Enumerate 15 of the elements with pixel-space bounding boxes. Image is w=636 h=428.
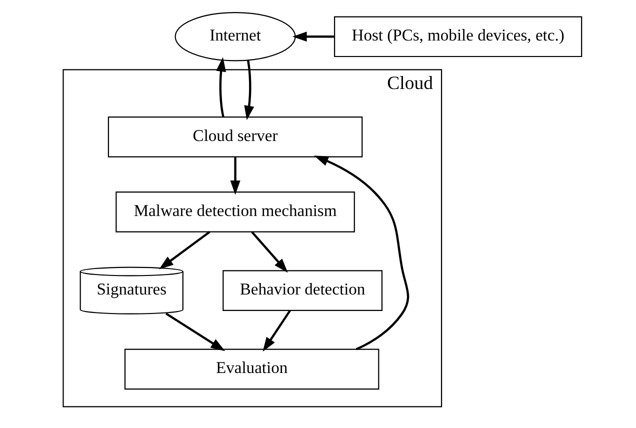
arrow	[230, 157, 240, 195]
arrow	[165, 312, 226, 352]
arrow	[292, 32, 334, 42]
arrow	[262, 310, 291, 352]
arrow	[314, 156, 410, 350]
node-box: Evaluation	[124, 348, 380, 390]
arrow	[251, 231, 288, 273]
arrow	[244, 60, 254, 120]
node-box: Behavior detection	[222, 270, 383, 311]
node-box: Host (PCs, mobile devices, etc.)	[334, 16, 582, 58]
arrow	[216, 57, 226, 118]
node-box: Cloud server	[108, 116, 363, 158]
node-ellipse: Internet	[174, 12, 296, 62]
node-box: Malware detection mechanism	[116, 192, 355, 232]
arrow	[159, 231, 210, 270]
